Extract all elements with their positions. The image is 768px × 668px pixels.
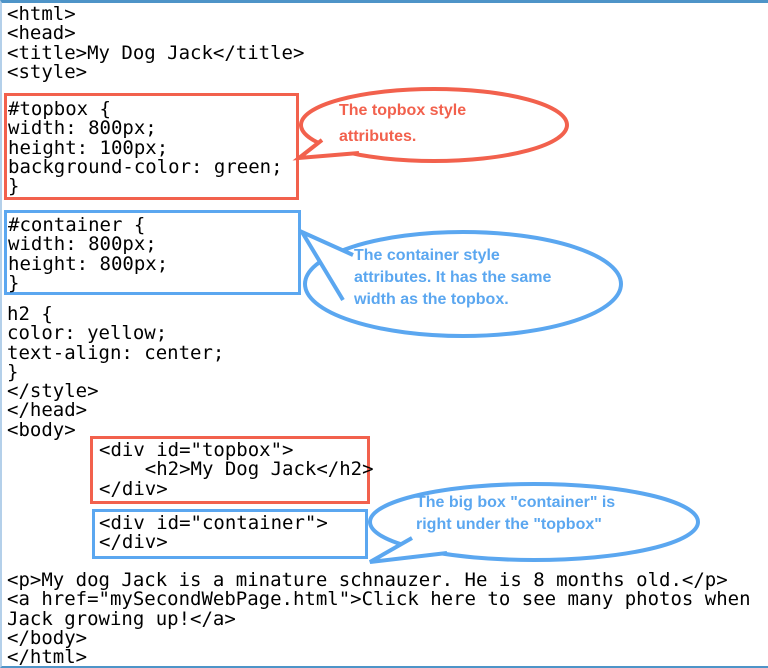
highlight-box-container-div: <div id="container"> </div> xyxy=(92,509,368,559)
code-container-div: <div id="container"> </div> xyxy=(99,512,328,554)
callout-text-container: The container style attributes. It has t… xyxy=(354,247,552,308)
code-listing-mid: h2 { color: yellow; text-align: center; … xyxy=(7,303,225,441)
code-topbox-div: <div id="topbox"> <h2>My Dog Jack</h2> <… xyxy=(99,439,374,500)
highlight-box-topbox-div: <div id="topbox"> <h2>My Dog Jack</h2> <… xyxy=(90,436,374,504)
code-listing-footer: <p>My dog Jack is a minature schnauzer. … xyxy=(7,569,751,668)
callout-text-position: The big box "container" is right under t… xyxy=(416,494,616,533)
highlight-box-topbox-style: #topbox { width: 800px; height: 100px; b… xyxy=(4,93,299,200)
code-topbox-style-rule: #topbox { width: 800px; height: 100px; b… xyxy=(8,98,283,198)
highlight-box-container-style: #container { width: 800px; height: 800px… xyxy=(4,210,301,295)
code-listing-head: <html> <head> <title>My Dog Jack</title>… xyxy=(7,3,305,83)
code-container-style-rule: #container { width: 800px; height: 800px… xyxy=(8,214,169,294)
callout-text-topbox: The topbox style attributes. xyxy=(339,102,467,145)
